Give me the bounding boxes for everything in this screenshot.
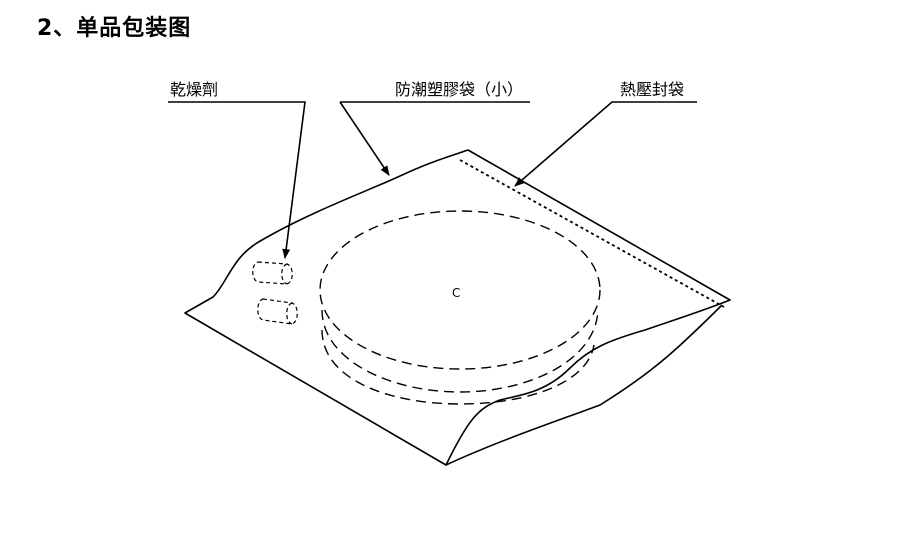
leader-lines — [168, 101, 697, 259]
desiccant-packet-upper — [252, 261, 293, 285]
reel-side-lower — [321, 329, 595, 405]
reel-disc — [319, 210, 601, 405]
section-heading: 2、单品包装图 — [37, 16, 192, 41]
reel-top-face — [319, 210, 601, 370]
desiccant-packet-lower — [257, 298, 298, 325]
leader-heat-seal — [514, 101, 697, 187]
heat-seal-line — [459, 159, 725, 308]
reel-side-upper — [321, 309, 599, 393]
bag-body — [184, 149, 731, 466]
bag-outline — [184, 149, 731, 466]
label-heat-seal-bag: 熱壓封袋 — [620, 80, 685, 99]
leader-desiccant — [168, 101, 306, 259]
label-moisture-proof-bag: 防潮塑膠袋（小） — [395, 80, 524, 99]
label-desiccant: 乾燥劑 — [170, 80, 219, 99]
bag-open-flap — [445, 304, 723, 466]
desiccant-packets — [252, 261, 298, 325]
center-mark: C — [452, 286, 460, 300]
leader-moisture-bag-arrow — [339, 101, 390, 176]
